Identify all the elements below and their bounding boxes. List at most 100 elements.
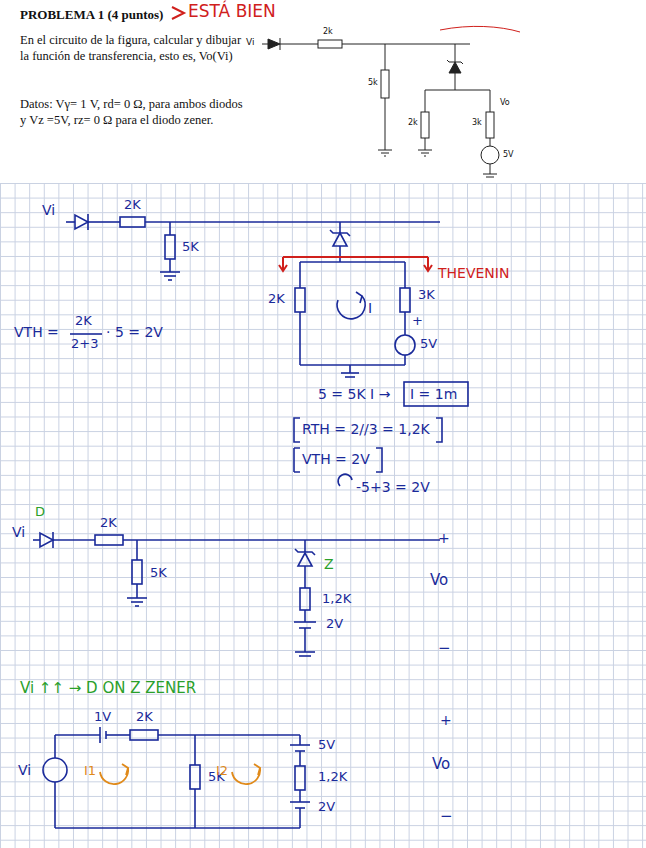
equation: 2+3 bbox=[71, 337, 98, 352]
handwritten-circuit bbox=[404, 355, 406, 365]
printed-circuit bbox=[424, 156, 426, 157]
printed-circuit bbox=[455, 73, 456, 90]
handwritten-circuit bbox=[123, 539, 440, 541]
handwritten-circuit bbox=[300, 588, 310, 610]
handwritten-circuit bbox=[194, 789, 196, 828]
handwritten-circuit bbox=[299, 790, 301, 802]
printed-circuit bbox=[425, 90, 490, 91]
handwritten-circuit bbox=[127, 597, 147, 599]
handwritten-label: 2K bbox=[124, 198, 141, 213]
printed-circuit bbox=[455, 44, 456, 62]
printed-circuit bbox=[381, 70, 389, 98]
handwritten-circuit bbox=[169, 222, 171, 235]
printed-circuit bbox=[385, 44, 386, 70]
equation: RTH = 2//3 = 1,2K bbox=[302, 421, 430, 437]
handwritten-circuit bbox=[165, 235, 175, 259]
equation: -5+3 = 2V bbox=[356, 479, 430, 495]
handwritten-circuit bbox=[294, 621, 316, 623]
handwritten-circuit bbox=[304, 566, 306, 588]
handwritten-circuit bbox=[99, 727, 101, 743]
handwritten-circuit bbox=[299, 751, 301, 766]
equation: · 5 = 2V bbox=[106, 324, 163, 340]
handwritten-label: 1,2K bbox=[322, 592, 351, 607]
printed-circuit bbox=[486, 177, 494, 178]
handwritten-circuit bbox=[299, 808, 301, 828]
handwritten-label: 5V bbox=[420, 337, 437, 352]
handwritten-circuit bbox=[404, 382, 468, 406]
thevenin-bracket bbox=[279, 257, 287, 271]
handwritten-circuit bbox=[169, 259, 171, 272]
handwritten-circuit bbox=[299, 735, 301, 745]
current-loop bbox=[100, 764, 260, 784]
handwritten-label: + bbox=[412, 314, 423, 329]
case-heading: Vi ↑↑ → D ON Z ZENER bbox=[20, 680, 196, 697]
handwritten-circuit bbox=[145, 221, 440, 223]
handwritten-label: 5K bbox=[150, 566, 167, 581]
check-arrow bbox=[172, 7, 184, 19]
handwritten-label: Vo bbox=[432, 756, 450, 773]
handwritten-circuit bbox=[299, 262, 301, 288]
handwritten-circuit bbox=[95, 535, 123, 545]
handwritten-circuit bbox=[333, 233, 347, 246]
printed-circuit bbox=[262, 44, 268, 45]
method-note: THEVENIN bbox=[438, 265, 509, 281]
handwritten-circuit bbox=[300, 261, 405, 263]
handwritten-circuit bbox=[300, 364, 405, 366]
signal-name: Vi bbox=[246, 37, 254, 47]
handwritten-circuit bbox=[294, 448, 382, 472]
handwritten-circuit bbox=[55, 734, 100, 736]
handwritten-label: Vi bbox=[18, 762, 31, 778]
handwritten-circuit bbox=[295, 651, 315, 653]
handwritten-circuit bbox=[53, 539, 95, 541]
handwritten-circuit bbox=[130, 730, 158, 740]
handwritten-circuit bbox=[66, 214, 468, 486]
component-value: 5k bbox=[368, 78, 378, 87]
handwritten-circuit bbox=[70, 333, 102, 335]
handwritten-circuit bbox=[43, 727, 310, 828]
handwritten-circuit bbox=[404, 312, 406, 335]
printed-circuit bbox=[425, 138, 426, 150]
handwritten-label: 2V bbox=[326, 617, 343, 632]
handwritten-circuit bbox=[40, 533, 53, 547]
handwritten-label: Vi bbox=[42, 202, 55, 218]
thevenin-bracket bbox=[424, 257, 432, 271]
handwritten-circuit bbox=[54, 782, 56, 828]
thevenin-bracket bbox=[279, 257, 432, 271]
handwritten-circuit bbox=[404, 262, 406, 288]
handwritten-circuit bbox=[33, 532, 440, 656]
printed-circuit bbox=[384, 156, 386, 157]
component-value: 5V bbox=[503, 150, 514, 159]
handwritten-circuit bbox=[304, 610, 306, 622]
handwritten-circuit bbox=[298, 553, 312, 566]
component-value: 2k bbox=[323, 27, 333, 36]
handwritten-circuit bbox=[338, 474, 352, 486]
handwritten-label: 5K bbox=[182, 240, 199, 255]
printed-circuit bbox=[483, 174, 497, 175]
handwritten-circuit bbox=[304, 628, 306, 652]
problem-text: En el circuito de la figura, calcular y … bbox=[20, 32, 248, 65]
printed-circuit bbox=[490, 138, 491, 146]
current-loop bbox=[100, 768, 128, 784]
handwritten-circuit bbox=[132, 560, 142, 584]
handwritten-label: D bbox=[35, 505, 45, 520]
printed-circuit bbox=[342, 44, 470, 45]
handwritten-label: − bbox=[438, 640, 451, 657]
current-loop bbox=[122, 764, 128, 775]
equation: 2K bbox=[75, 314, 92, 329]
handwritten-circuit bbox=[290, 744, 310, 746]
handwritten-circuit bbox=[54, 735, 56, 758]
handwritten-circuit bbox=[299, 655, 311, 657]
handwritten-circuit bbox=[66, 221, 75, 223]
handwritten-circuit bbox=[55, 827, 300, 829]
handwritten-circuit bbox=[339, 246, 341, 262]
printed-circuit bbox=[486, 112, 494, 138]
handwritten-circuit bbox=[295, 766, 305, 790]
printed-circuit bbox=[425, 90, 426, 112]
handwritten-circuit bbox=[135, 605, 139, 607]
check-arrow bbox=[440, 26, 520, 32]
handwritten-circuit bbox=[136, 540, 138, 560]
handwritten-label: I bbox=[368, 300, 372, 316]
equation: VTH = 2V bbox=[302, 451, 370, 467]
handwritten-circuit bbox=[356, 292, 362, 303]
handwritten-circuit bbox=[33, 539, 40, 541]
